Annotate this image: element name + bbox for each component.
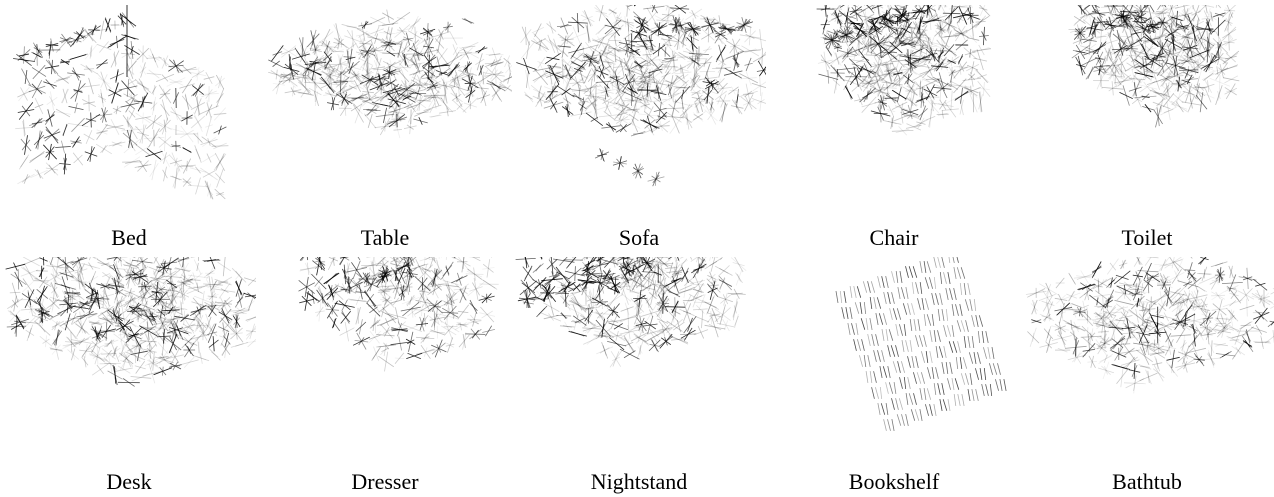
caption-nightstand: Nightstand (512, 470, 766, 494)
caption-toilet: Toilet (1020, 226, 1274, 250)
panel-dresser (258, 257, 512, 462)
panel-toilet (1020, 5, 1274, 210)
caption-bed: Bed (2, 226, 256, 250)
panel-bookshelf (767, 257, 1021, 462)
point-cloud-nightstand (512, 257, 766, 462)
point-cloud-table (258, 5, 512, 210)
panel-bed (2, 5, 256, 210)
caption-chair: Chair (767, 226, 1021, 250)
caption-bathtub: Bathtub (1020, 470, 1274, 494)
point-cloud-bathtub (1020, 257, 1274, 462)
point-cloud-dresser (258, 257, 512, 462)
panel-bathtub (1020, 257, 1274, 462)
point-cloud-desk (2, 257, 256, 462)
point-cloud-bed (2, 5, 256, 210)
point-cloud-toilet (1020, 5, 1274, 210)
caption-dresser: Dresser (258, 470, 512, 494)
point-cloud-bookshelf (767, 257, 1021, 462)
caption-table: Table (258, 226, 512, 250)
panel-sofa (512, 5, 766, 210)
panel-desk (2, 257, 256, 462)
point-cloud-chair (767, 5, 1021, 210)
panel-nightstand (512, 257, 766, 462)
caption-sofa: Sofa (512, 226, 766, 250)
caption-desk: Desk (2, 470, 256, 494)
caption-bookshelf: Bookshelf (767, 470, 1021, 494)
point-cloud-sofa (512, 5, 766, 210)
panel-chair (767, 5, 1021, 210)
panel-table (258, 5, 512, 210)
